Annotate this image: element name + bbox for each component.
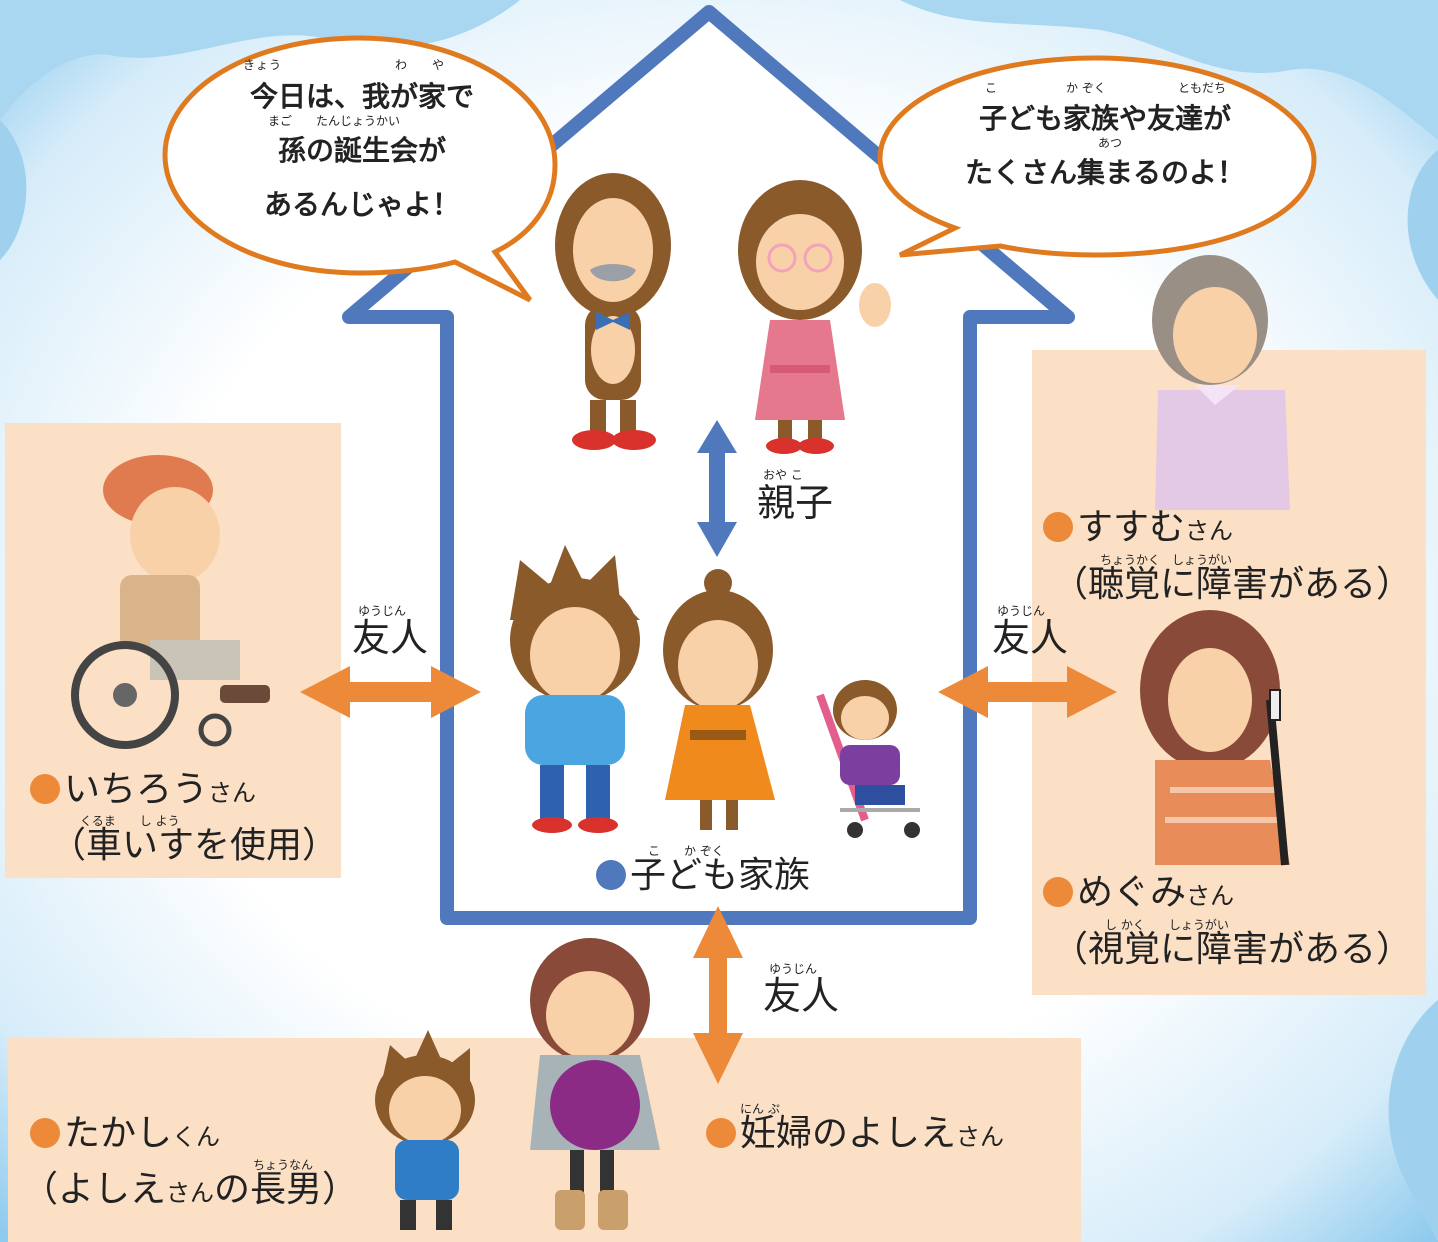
- grandma-bubble-line2: たくさん集まるのよ！: [964, 156, 1245, 189]
- megumi-suffix: さん: [1186, 882, 1235, 910]
- takashi-note-b: さん: [166, 1179, 215, 1207]
- ruby-ko: こ: [985, 81, 998, 95]
- megumi-name: めぐみさん: [1043, 873, 1234, 916]
- friend-bottom-ruby: ゆうじん: [769, 962, 818, 976]
- oyako-arrow-icon: [697, 420, 737, 557]
- susumu-suffix: さん: [1185, 517, 1234, 545]
- grandma-bubble-text: 子ども家族や友達が たくさん集まるのよ！: [955, 92, 1255, 200]
- hearing-impaired-person-figure: [1152, 255, 1290, 510]
- megumi-ruby: し かく しょうがい: [1105, 918, 1229, 932]
- ruby-tomodachi: ともだち: [1178, 81, 1227, 95]
- takashi-note-a: （よしえ: [22, 1169, 167, 1210]
- ichirou-note: （車いすを使用）: [50, 825, 339, 866]
- takashi-name: たかしくん: [30, 1114, 220, 1157]
- mother-figure: [663, 569, 775, 830]
- grandma-bubble-line1: 子ども家族や友達が: [978, 102, 1231, 135]
- boy-figure: [375, 1030, 475, 1230]
- grandma-speech-bubble: [877, 55, 1317, 258]
- susumu-note: （聴覚に障害がある）: [1052, 564, 1413, 605]
- ruby-tanjoukai: たんじょうかい: [316, 114, 401, 128]
- takashi-suffix: くん: [172, 1123, 221, 1151]
- takashi-note-c: の長男）: [214, 1169, 359, 1210]
- grandpa-bubble-text: 今日は、我が家で 孫の誕生会が あるんじゃよ！: [222, 70, 502, 232]
- ichirou-ruby: くるま し よう: [80, 814, 180, 828]
- yoshie-name-text: 妊婦のよしえ: [740, 1113, 957, 1154]
- ichirou-suffix: さん: [208, 779, 257, 807]
- grandpa-bubble-line3: あるんじゃよ！: [263, 188, 460, 221]
- oyako-ruby: おや こ: [763, 468, 803, 482]
- ichirou-name-text: いちろう: [64, 769, 209, 810]
- friend-left-ruby: ゆうじん: [358, 604, 407, 618]
- ruby-kyou: きょう: [243, 58, 283, 72]
- yoshie-ruby: にん ぷ: [740, 1102, 780, 1116]
- grandpa-bubble-line1: 今日は、我が家で: [249, 80, 474, 113]
- susumu-name: すすむさん: [1043, 508, 1233, 551]
- takashi-dot-icon: [30, 1118, 60, 1148]
- family-dot-icon: [596, 860, 626, 890]
- susumu-dot-icon: [1043, 512, 1073, 542]
- megumi-note: （視覚に障害がある）: [1052, 929, 1413, 970]
- friend-left-arrow-icon: [300, 666, 481, 718]
- megumi-name-text: めぐみ: [1077, 872, 1187, 913]
- takashi-name-text: たかし: [64, 1113, 173, 1154]
- susumu-ruby: ちょうかく しょうがい: [1100, 553, 1233, 567]
- ruby-ya: や: [432, 58, 445, 72]
- baby-stroller-figure: [816, 680, 920, 838]
- family-ruby: こ か ぞく: [648, 844, 724, 858]
- ichirou-name: いちろうさん: [30, 770, 256, 813]
- friend-bottom-label: 友人: [763, 974, 840, 1018]
- yoshie-name: 妊婦のよしえさん: [706, 1114, 1004, 1157]
- ruby-atsu: あつ: [1098, 136, 1123, 150]
- ruby-wa: わ: [395, 58, 408, 72]
- friend-left-label: 友人: [352, 616, 429, 660]
- takashi-note: （よしえさんの長男）: [22, 1170, 358, 1213]
- family-label-text: 子ども家族: [630, 855, 811, 896]
- friend-right-ruby: ゆうじん: [997, 604, 1046, 618]
- visually-impaired-person-figure: [1140, 610, 1290, 866]
- takashi-ruby: ちょうなん: [253, 1158, 314, 1172]
- ruby-mago: まご: [268, 114, 293, 128]
- ichirou-dot-icon: [30, 774, 60, 804]
- oyako-label: 親子: [757, 481, 834, 525]
- friend-right-arrow-icon: [938, 666, 1117, 718]
- friend-right-label: 友人: [992, 616, 1069, 660]
- grandma-figure: [738, 180, 891, 454]
- yoshie-suffix: さん: [956, 1123, 1005, 1151]
- grandpa-speech-bubble: [162, 35, 558, 303]
- ruby-kazoku: か ぞく: [1066, 81, 1106, 95]
- megumi-dot-icon: [1043, 877, 1073, 907]
- grandpa-bubble-line2: 孫の誕生会が: [277, 134, 446, 167]
- father-figure: [510, 545, 640, 833]
- grandpa-figure: [555, 173, 671, 450]
- family-label: 子ども家族: [596, 856, 810, 896]
- susumu-name-text: すすむ: [1077, 507, 1186, 548]
- friend-bottom-arrow-icon: [693, 906, 743, 1084]
- wheelchair-person-figure: [71, 455, 270, 749]
- pregnant-woman-figure: [530, 938, 660, 1230]
- yoshie-dot-icon: [706, 1118, 736, 1148]
